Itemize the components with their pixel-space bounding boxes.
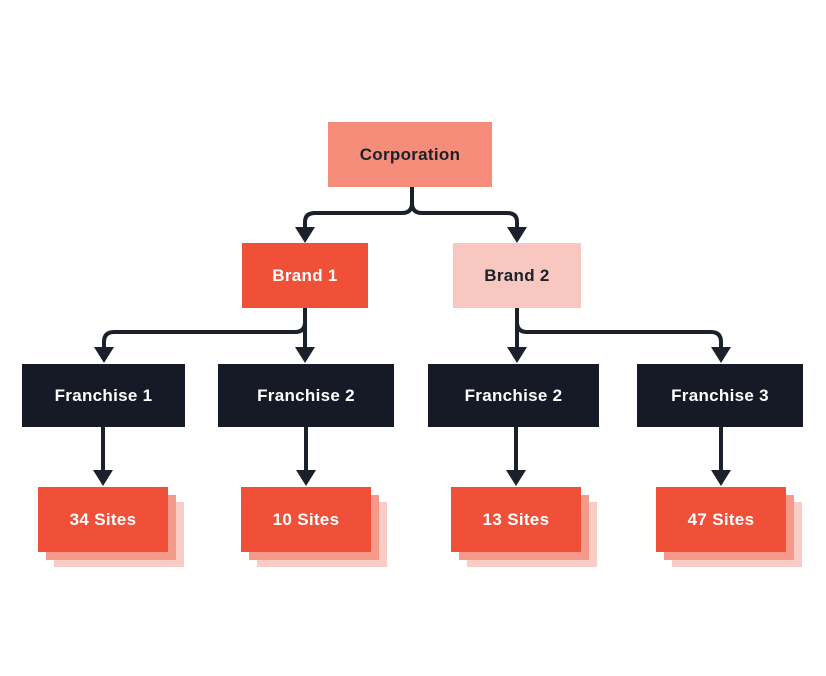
node-brand-2: Brand 2 — [453, 243, 581, 308]
node-sites-10: 10 Sites — [241, 487, 387, 567]
node-sites-34: 34 Sites — [38, 487, 184, 567]
node-sites-10-label: 10 Sites — [272, 509, 340, 529]
connector-corporation-brand1 — [303, 187, 414, 228]
stacked-card-layer-front — [451, 487, 581, 552]
node-sites-34-label: 34 Sites — [69, 509, 137, 529]
node-sites-47-label: 47 Sites — [687, 509, 755, 529]
arrowhead-franchise1 — [94, 347, 114, 363]
node-franchise-1-label: Franchise 1 — [54, 385, 153, 405]
node-brand-1-label: Brand 1 — [272, 265, 338, 285]
node-franchise-1: Franchise 1 — [22, 364, 185, 427]
arrowhead-sites13 — [506, 470, 526, 486]
connector-brand2-franchise3 — [515, 321, 723, 348]
node-corporation-label: Corporation — [359, 144, 461, 164]
arrowhead-brand1 — [295, 227, 315, 243]
node-franchise-2b: Franchise 2 — [428, 364, 599, 427]
connector-brand1-franchise1 — [102, 321, 307, 348]
node-corporation: Corporation — [328, 122, 492, 187]
arrowhead-franchise2 — [295, 347, 315, 363]
node-sites-13: 13 Sites — [451, 487, 597, 567]
node-franchise-2: Franchise 2 — [218, 364, 394, 427]
arrowhead-franchise3 — [711, 347, 731, 363]
node-sites-13-label: 13 Sites — [482, 509, 550, 529]
node-brand-1: Brand 1 — [242, 243, 368, 308]
stacked-card-layer-front — [241, 487, 371, 552]
node-franchise-2b-label: Franchise 2 — [464, 385, 563, 405]
arrowhead-sites34 — [93, 470, 113, 486]
node-franchise-3: Franchise 3 — [637, 364, 803, 427]
stacked-card-layer-front — [656, 487, 786, 552]
arrowhead-brand2 — [507, 227, 527, 243]
node-brand-2-label: Brand 2 — [484, 265, 550, 285]
connector-corporation-brand2 — [410, 187, 519, 228]
node-franchise-3-label: Franchise 3 — [671, 385, 769, 405]
stacked-card-layer-front — [38, 487, 168, 552]
arrowhead-franchise2b — [507, 347, 527, 363]
node-franchise-2-label: Franchise 2 — [257, 385, 355, 405]
arrowhead-sites10 — [296, 470, 316, 486]
node-sites-47: 47 Sites — [656, 487, 802, 567]
arrowhead-sites47 — [711, 470, 731, 486]
